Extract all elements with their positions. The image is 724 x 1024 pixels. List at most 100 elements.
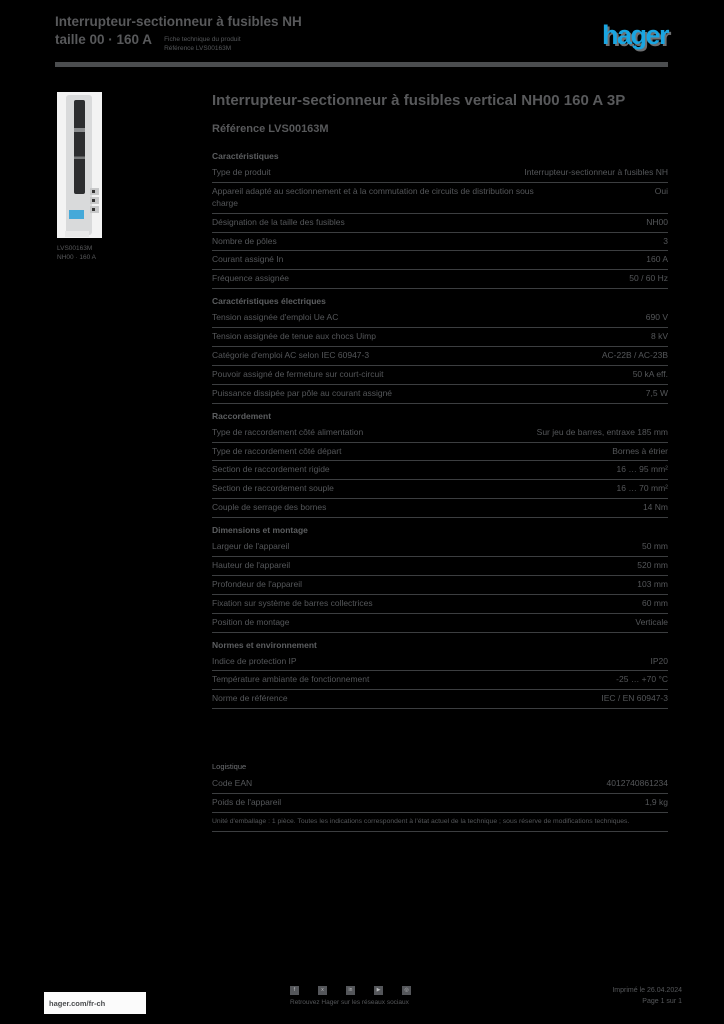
logistics-note: Unité d'emballage : 1 pièce. Toutes les … xyxy=(212,813,668,832)
header-meta-line2: Référence LVS00163M xyxy=(164,44,232,52)
spec-label: Catégorie d'emploi AC selon IEC 60947-3 xyxy=(212,350,370,361)
product-caption-line1: LVS00163M xyxy=(57,245,93,252)
header-meta: Fiche technique du produit Référence LVS… xyxy=(164,31,241,53)
social-caption: Retrouvez Hager sur les réseaux sociaux xyxy=(290,999,409,1006)
footer-social: f x in ▶ ◎ Retrouvez Hager sur les réseaux s… xyxy=(290,986,460,1006)
x-icon[interactable]: x xyxy=(318,986,327,995)
spec-label: Section de raccordement souple xyxy=(212,483,334,494)
spec-section-heading: Raccordement xyxy=(212,410,272,421)
spec-value: 50 kA eff. xyxy=(632,368,668,379)
spec-value: Verticale xyxy=(635,616,668,627)
spec-row: Appareil adapté au sectionnement et à la… xyxy=(212,183,668,214)
spec-value: 7,5 W xyxy=(645,387,668,398)
spec-label: Température ambiante de fonctionnement xyxy=(212,674,370,685)
spec-row: Courant assigné In 160 A xyxy=(212,251,668,271)
spec-row: Tension assignée de tenue aux chocs Uimp… xyxy=(212,328,668,348)
spec-value: 160 A xyxy=(646,254,668,265)
spec-row: Profondeur de l'appareil 103 mm xyxy=(212,576,668,595)
spec-label: Pouvoir assigné de fermeture sur court-c… xyxy=(212,368,384,379)
spec-label: Poids de l'appareil xyxy=(212,796,282,807)
logistics-row: Code EAN 4012740861234 xyxy=(212,775,668,794)
spec-label: Indice de protection IP xyxy=(212,655,297,666)
spec-row: Couple de serrage des bornes 14 Nm xyxy=(212,499,668,519)
spec-section-heading: Caractéristiques xyxy=(212,151,279,161)
spec-label: Profondeur de l'appareil xyxy=(212,578,302,589)
spec-value: 16 … 70 mm² xyxy=(616,483,669,494)
spec-label: Largeur de l'appareil xyxy=(212,541,290,552)
spec-value: 14 Nm xyxy=(642,502,668,513)
spec-row: Hauteur de l'appareil 520 mm xyxy=(212,557,668,576)
spec-section-heading: Normes et environnement xyxy=(212,639,317,650)
logistics-heading: Logistique xyxy=(212,762,247,771)
spec-row: Désignation de la taille des fusibles NH0… xyxy=(212,214,668,233)
facebook-icon[interactable]: f xyxy=(290,986,299,995)
spec-value: 3 xyxy=(663,235,668,246)
device-terminal xyxy=(90,206,99,213)
header-title-line2: taille 00 · 160 A xyxy=(55,31,153,47)
product-caption: LVS00163M NH00 · 160 A xyxy=(57,244,96,263)
spec-value: 690 V xyxy=(645,312,668,323)
main-content: Interrupteur-sectionneur à fusibles vert… xyxy=(212,92,669,710)
spec-label: Nombre de pôles xyxy=(212,235,277,246)
instagram-icon[interactable]: ◎ xyxy=(402,986,411,995)
spec-value: NH00 xyxy=(646,216,668,227)
spec-row: Catégorie d'emploi AC selon IEC 60947-3 A… xyxy=(212,347,668,366)
header: Interrupteur-sectionneur à fusibles NH t… xyxy=(55,13,525,53)
social-icons: f x in ▶ ◎ xyxy=(290,986,460,995)
spec-row: Norme de référence IEC / EN 60947-3 xyxy=(212,690,668,710)
spec-value: IEC / EN 60947-3 xyxy=(601,693,668,704)
spec-value: Sur jeu de barres, entraxe 185 mm xyxy=(536,426,668,437)
spec-value: Bornes à étrier xyxy=(612,445,668,456)
device-blue-label xyxy=(69,210,84,219)
spec-row: Type de raccordement côté départ Bornes à… xyxy=(212,443,668,462)
device-terminal xyxy=(90,188,99,195)
spec-value: 103 mm xyxy=(637,578,668,589)
spec-label: Désignation de la taille des fusibles xyxy=(212,216,345,227)
spec-label: Puissance dissipée par pôle au courant a… xyxy=(212,387,393,398)
spec-row: Température ambiante de fonctionnement -2… xyxy=(212,671,668,691)
device-base xyxy=(65,231,89,237)
spec-value: AC-22B / AC-23B xyxy=(601,350,668,361)
spec-value: 4012740861234 xyxy=(606,778,668,788)
header-divider xyxy=(55,62,668,67)
logistics-row: Poids de l'appareil 1,9 kg xyxy=(212,794,668,813)
spec-label: Fixation sur système de barres collectri… xyxy=(212,597,373,608)
spec-label: Code EAN xyxy=(212,778,253,788)
spec-label: Type de raccordement côté départ xyxy=(212,445,342,456)
header-meta-line1: Fiche technique du produit xyxy=(164,35,241,43)
spec-value: 520 mm xyxy=(637,560,668,571)
spec-label: Couple de serrage des bornes xyxy=(212,502,327,513)
spec-row: Puissance dissipée par pôle au courant a… xyxy=(212,385,668,404)
spec-value: 8 kV xyxy=(650,331,668,342)
spec-value: 60 mm xyxy=(642,597,668,608)
product-reference: Référence LVS00163M xyxy=(212,123,329,135)
spec-label: Hauteur de l'appareil xyxy=(212,560,291,571)
youtube-icon[interactable]: ▶ xyxy=(374,986,383,995)
website-link[interactable]: hager.com/fr-ch xyxy=(44,992,146,1014)
spec-row: Nombre de pôles 3 xyxy=(212,233,668,252)
spec-value: 50 / 60 Hz xyxy=(629,273,668,284)
spec-label: Fréquence assignée xyxy=(212,273,290,284)
spec-label: Courant assigné In xyxy=(212,254,284,265)
spec-value: Interrupteur-sectionneur à fusibles NH xyxy=(524,167,668,177)
footer-date: Imprimé le 26.04.2024 xyxy=(612,987,682,994)
spec-value: -25 … +70 °C xyxy=(616,674,668,685)
footer-pageinfo: Imprimé le 26.04.2024 Page 1 sur 1 xyxy=(612,985,682,1007)
spec-row: Section de raccordement rigide 16 … 95 mm… xyxy=(212,461,669,481)
linkedin-icon[interactable]: in xyxy=(346,986,355,995)
spec-value: 16 … 95 mm² xyxy=(616,464,669,475)
spec-label: Section de raccordement rigide xyxy=(212,464,330,475)
spec-value: 1,9 kg xyxy=(644,796,668,807)
page-title: Interrupteur-sectionneur à fusibles vert… xyxy=(212,92,626,109)
spec-label: Norme de référence xyxy=(212,693,288,704)
spec-label: Tension assignée de tenue aux chocs Uimp xyxy=(212,331,376,342)
hager-logo: hager xyxy=(601,20,670,50)
